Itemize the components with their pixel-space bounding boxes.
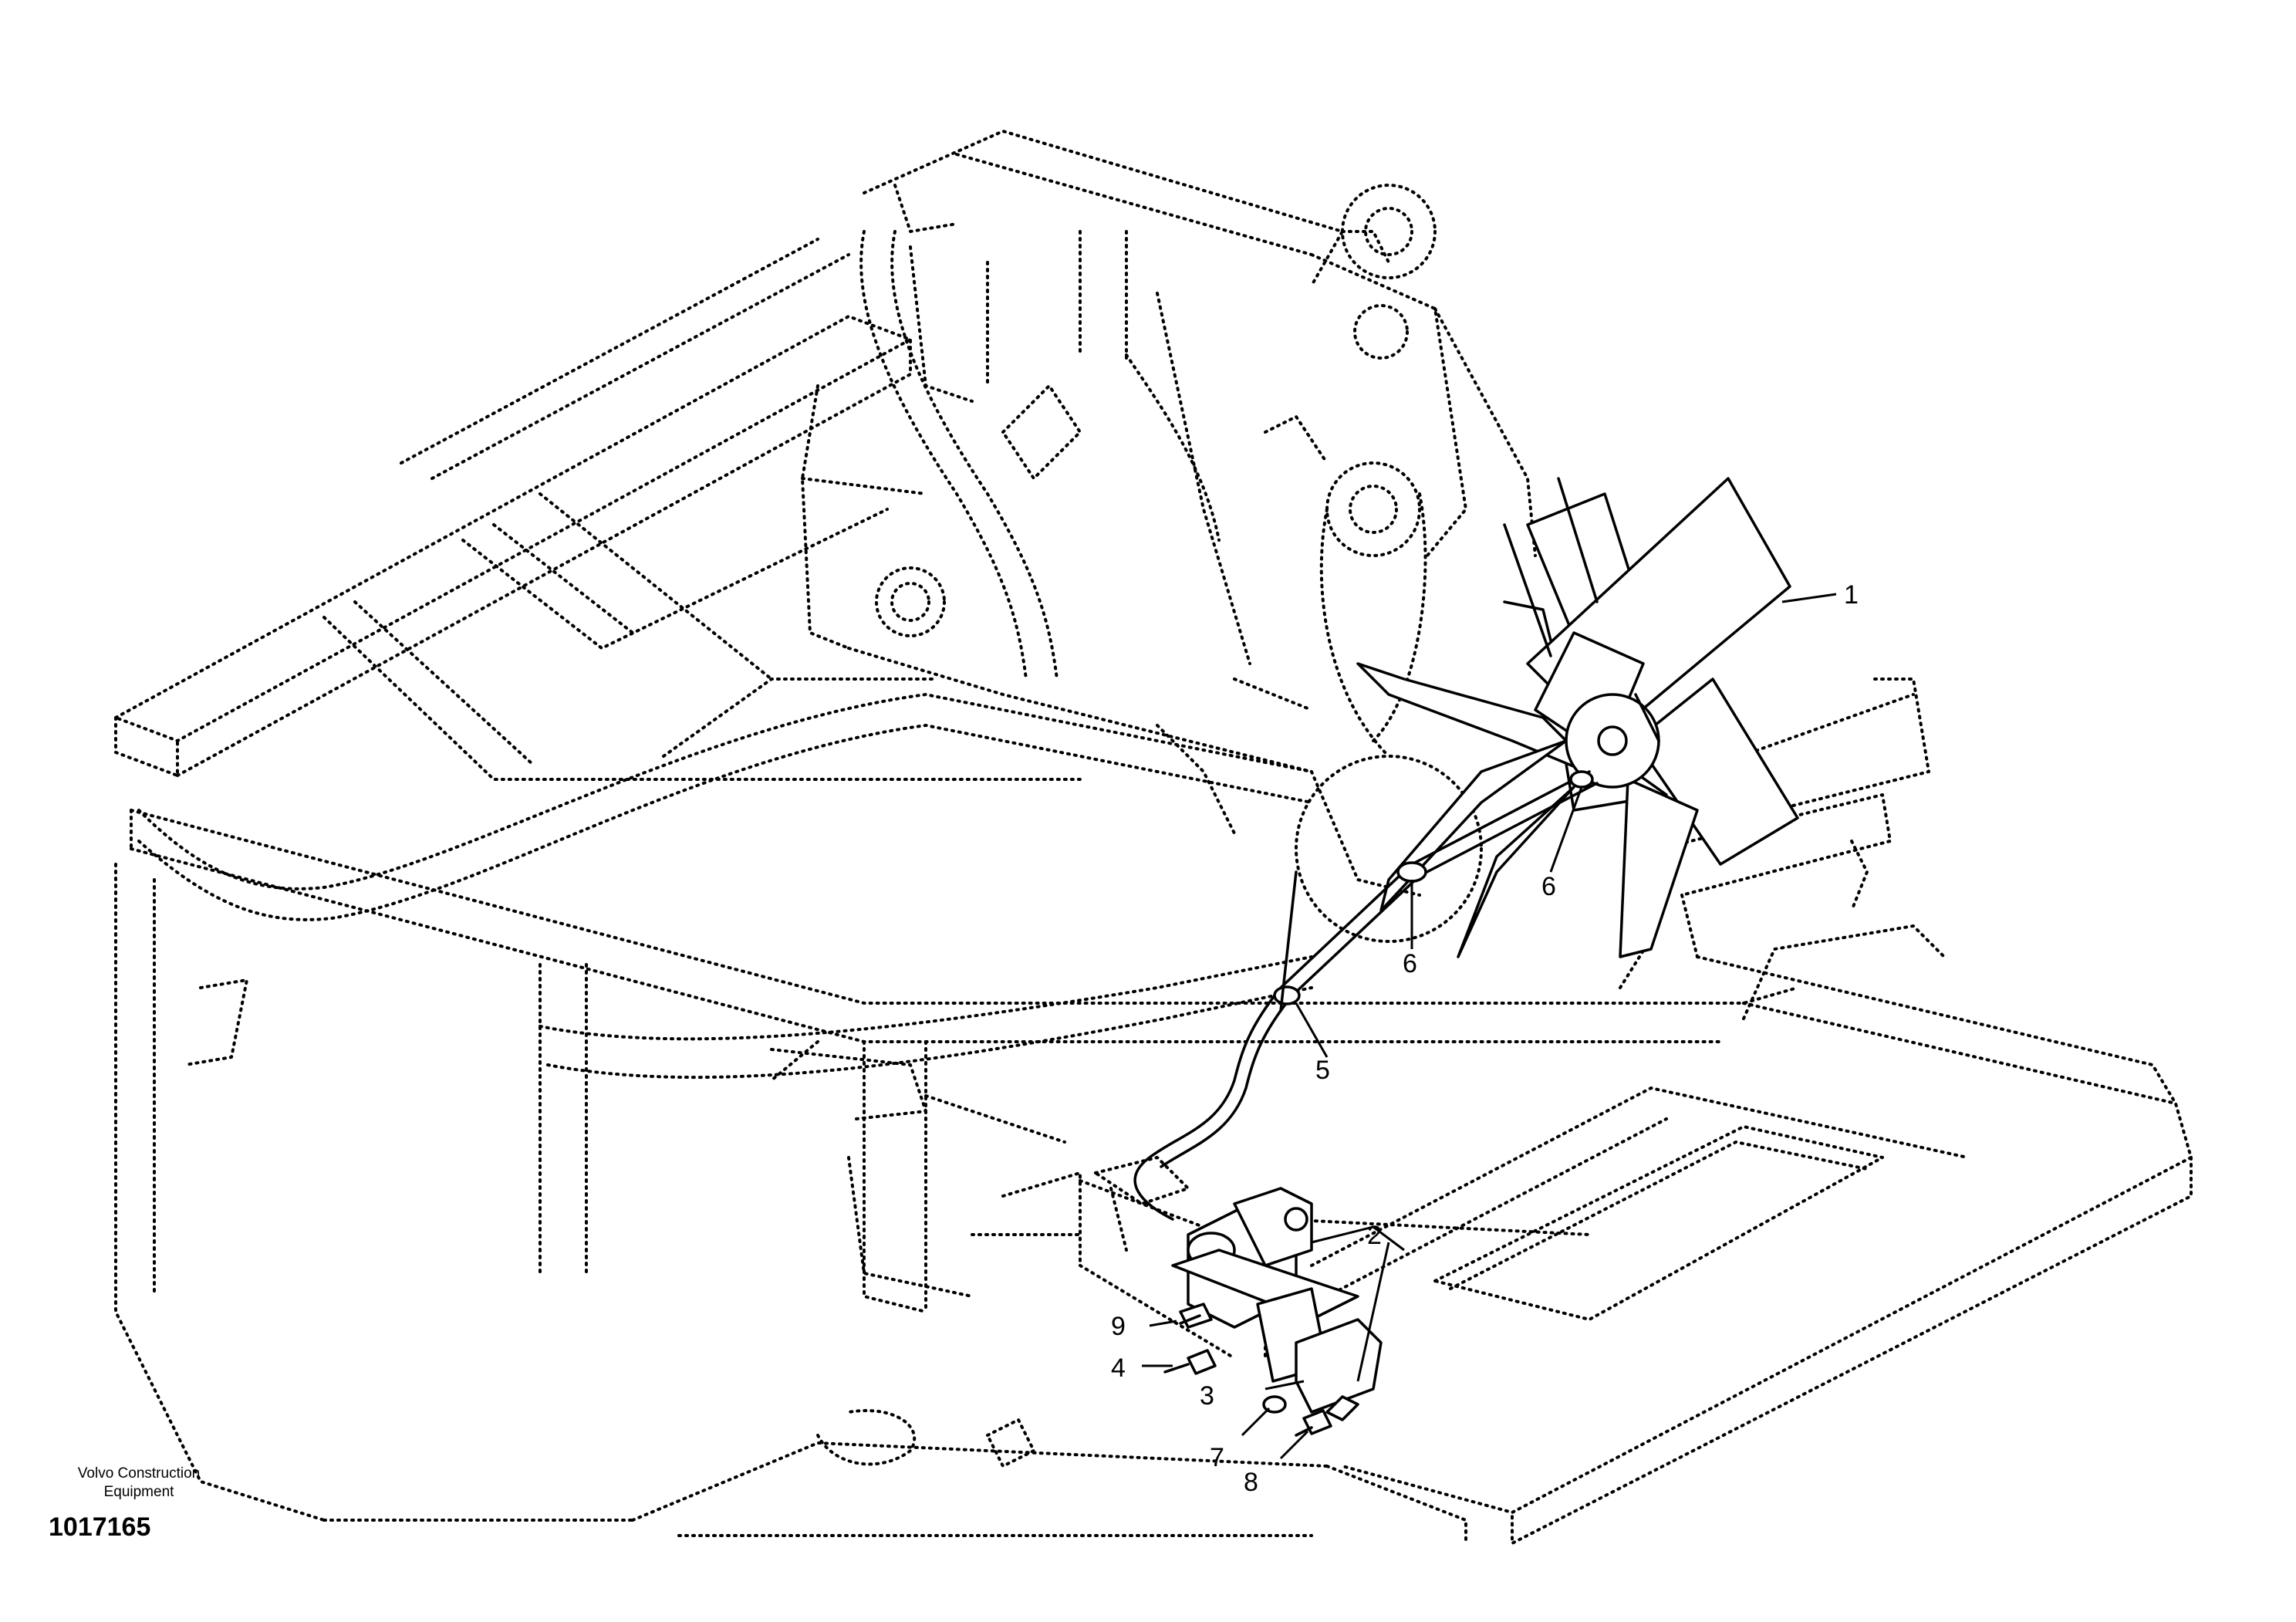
callout-3: 3: [1200, 1381, 1214, 1411]
callout-6-upper: 6: [1541, 872, 1556, 901]
leader-lines: [1142, 593, 1837, 1460]
callout-9: 9: [1111, 1312, 1126, 1341]
callout-4: 4: [1111, 1353, 1126, 1383]
callout-6-lower: 6: [1403, 949, 1417, 978]
upper-frame: [114, 238, 1082, 781]
fan: [1356, 477, 1799, 958]
callout-1: 1: [1844, 580, 1859, 610]
document-number: 1017165: [49, 1512, 151, 1542]
actuator-assembly: [1163, 1187, 1383, 1437]
pipe: [137, 693, 1313, 1080]
callout-5: 5: [1315, 1056, 1330, 1085]
cable: [1133, 770, 1599, 1221]
callout-2: 2: [1367, 1221, 1382, 1250]
callouts: 1 2 3 4 5 6 6 7 8 9: [1111, 580, 1859, 1497]
callout-8: 8: [1244, 1468, 1258, 1497]
chassis: [114, 809, 1799, 1545]
callout-7: 7: [1210, 1443, 1224, 1472]
mount-area: [816, 1156, 1190, 1468]
publisher-name: Volvo Construction Equipment: [77, 1465, 201, 1500]
engine: [801, 130, 1537, 943]
